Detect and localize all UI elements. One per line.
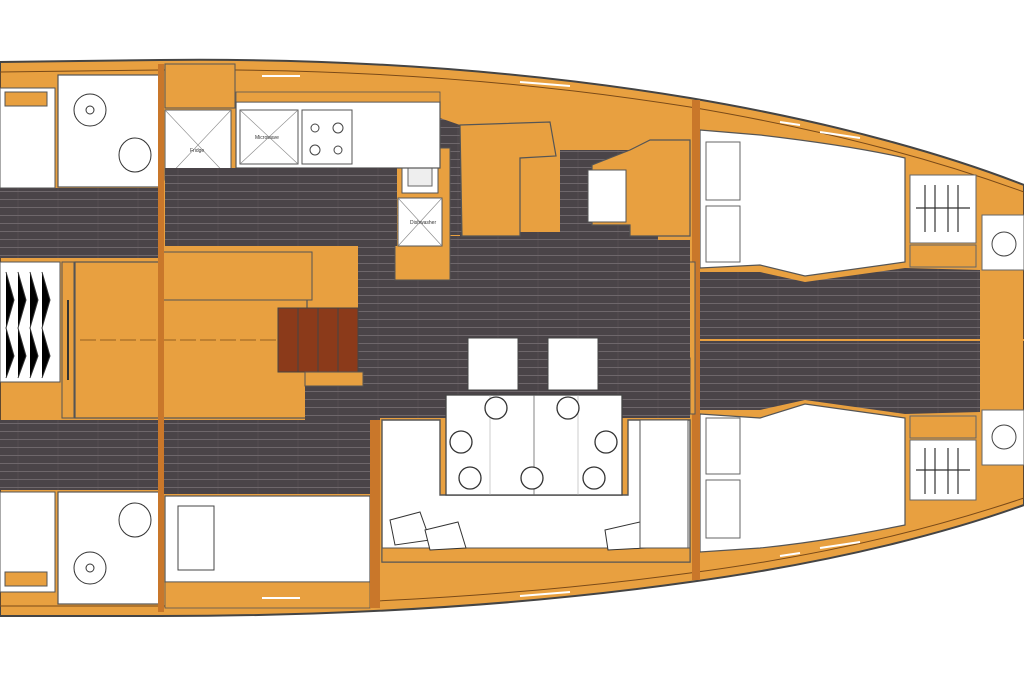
hull-inner-trim	[0, 69, 1024, 607]
burner-icon	[310, 123, 320, 133]
dining-place-settings	[449, 396, 618, 490]
plate-icon	[484, 396, 508, 420]
burner-icon	[333, 145, 343, 155]
mast-step	[304, 371, 364, 387]
forward-bed-port	[699, 403, 906, 553]
bedside-storage-4	[705, 479, 741, 539]
saloon-settee-base	[381, 547, 691, 563]
fridge-label: Fridge	[190, 148, 204, 154]
saloon-stool-right	[547, 337, 599, 391]
plate-icon	[556, 396, 580, 420]
toilet-icon	[991, 231, 1017, 257]
burner-icon	[332, 122, 344, 134]
saloon-stool-left	[467, 337, 519, 391]
toilet-icon	[118, 137, 152, 173]
plate-icon	[594, 430, 618, 454]
aft-floor-lower	[162, 420, 372, 494]
burner-icon	[309, 144, 321, 156]
wardrobe-hangers-port	[916, 448, 970, 494]
toilet-icon	[991, 424, 1017, 450]
saloon-side-bench	[639, 419, 689, 549]
galley-counter-forward	[459, 121, 557, 237]
companionway-step-4	[337, 307, 359, 373]
aft-bulkhead-left	[158, 64, 164, 612]
aft-corridor-starboard	[0, 188, 162, 258]
bedside-storage-2	[705, 205, 741, 263]
aft-corridor-port	[0, 420, 162, 490]
cooktop	[301, 109, 353, 165]
plate-icon	[520, 466, 544, 490]
wardrobe-top-port	[909, 415, 977, 439]
fridge-top	[164, 63, 236, 109]
wardrobe-hangers-aft	[5, 271, 51, 379]
toilet-icon	[118, 502, 152, 538]
bedside-storage-1	[705, 141, 741, 201]
companionway-step-2	[297, 307, 319, 373]
central-cabinet-top	[161, 251, 313, 301]
wardrobe-top-starboard	[909, 244, 977, 268]
cushion-icon	[424, 521, 467, 551]
nav-seat	[177, 505, 215, 571]
forward-bulkhead	[692, 100, 700, 580]
sink-icon	[73, 551, 107, 585]
companionway-step-3	[317, 307, 339, 373]
bedside-storage-3	[705, 417, 741, 475]
sink-icon	[73, 93, 107, 127]
plate-icon	[582, 466, 606, 490]
dishwasher-label: Dishwasher	[410, 220, 436, 226]
aft-cabin-shelf-port	[4, 571, 48, 587]
plate-icon	[458, 466, 482, 490]
forward-bed-starboard	[699, 129, 906, 277]
companionway-step-1	[277, 307, 299, 373]
galley-wall-trim	[235, 91, 441, 103]
saloon-bulkhead	[370, 420, 380, 608]
porthole-markers	[262, 75, 861, 599]
galley-cabinet	[587, 169, 627, 223]
wardrobe-hangers-starboard	[916, 185, 970, 232]
nav-desk-trim	[164, 581, 371, 609]
forward-wardrobe-starboard	[909, 174, 977, 244]
galley-floor	[165, 168, 397, 246]
microwave-label: Microwave	[255, 135, 279, 141]
aft-cabin-shelf-starboard	[4, 91, 48, 107]
plate-icon	[449, 430, 473, 454]
aft-head-starboard	[57, 74, 161, 188]
